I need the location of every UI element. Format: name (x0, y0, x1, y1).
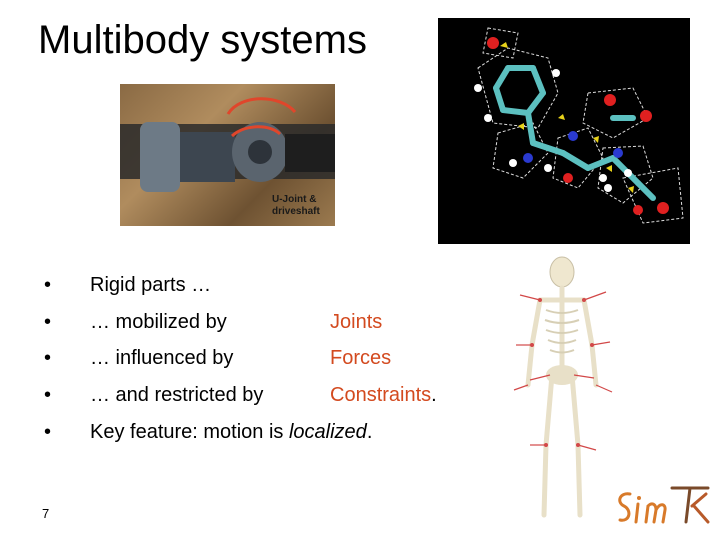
keyword-suffix: . (431, 384, 437, 406)
molecule-image (438, 18, 690, 244)
photo-caption-line1: U-Joint & (272, 194, 317, 205)
bullet-text: Rigid parts … (90, 274, 212, 296)
bullet-marker: • (44, 421, 52, 443)
simtk-logo-drawing (618, 486, 710, 524)
skeleton-drawing (513, 256, 613, 518)
bullet-text: … mobilized by (90, 311, 227, 333)
bullet-marker: • (44, 311, 52, 333)
bullet-marker: • (44, 274, 52, 296)
ujoint-drawing (120, 97, 335, 192)
keyword-constraints: Constraints (330, 384, 432, 406)
keyword-constraints-wrap: Constraints. (330, 380, 437, 410)
keyword-joints: Joints (330, 311, 383, 333)
skeleton-figure (510, 250, 614, 534)
bullet-text: … and restricted by (90, 384, 264, 406)
key-feature-period: . (366, 421, 373, 443)
keyword-forces: Forces (330, 347, 392, 369)
ujoint-photo: U-Joint & driveshaft (120, 84, 335, 226)
molecule-drawing (474, 27, 684, 224)
bullet-text: … influenced by (90, 347, 234, 369)
key-feature-text: Key feature: motion is (90, 421, 289, 443)
simtk-logo (612, 478, 712, 534)
key-feature-italic: localized (288, 421, 367, 443)
photo-caption-line2: driveshaft (272, 206, 320, 217)
bullet-marker: • (44, 384, 52, 406)
bullet-marker: • (44, 347, 52, 369)
bullet-text: Key feature: motion is localized. (90, 417, 372, 447)
slide-title: Multibody systems (38, 18, 367, 62)
page-number: 7 (42, 506, 50, 521)
